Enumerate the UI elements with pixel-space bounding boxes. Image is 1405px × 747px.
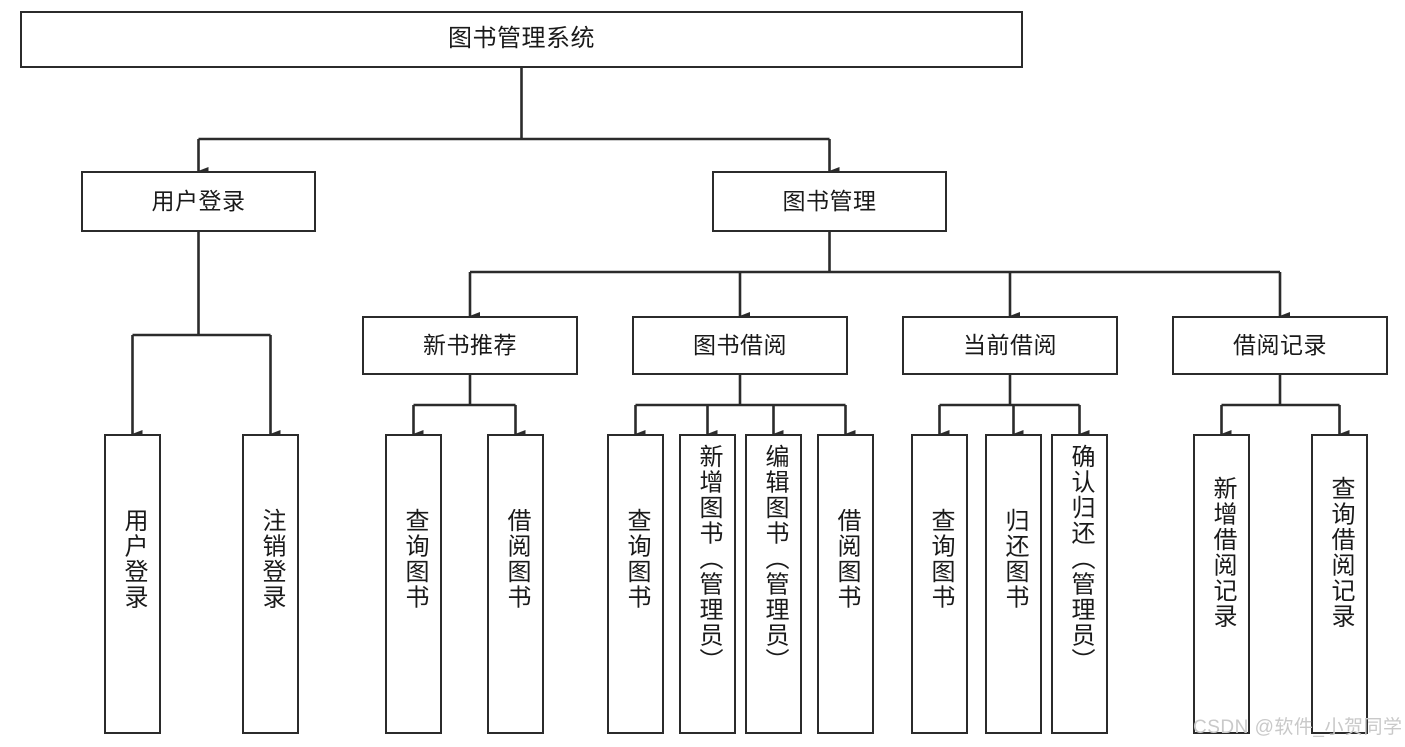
node-book-management[interactable]: 图书管理 bbox=[712, 171, 947, 232]
leaf-query-book-current[interactable]: 查询图书 bbox=[911, 434, 968, 734]
leaf-borrow-book-borrow[interactable]: 借阅图书 bbox=[817, 434, 874, 734]
node-label: 借阅记录 bbox=[1233, 331, 1327, 358]
node-label: 确认归还（管理员） bbox=[1066, 444, 1094, 674]
node-label: 图书借阅 bbox=[693, 331, 787, 358]
leaf-query-book-borrow[interactable]: 查询图书 bbox=[607, 434, 664, 734]
node-user-login[interactable]: 用户登录 bbox=[81, 171, 316, 232]
leaf-confirm-return-admin[interactable]: 确认归还（管理员） bbox=[1051, 434, 1108, 734]
node-new-book-recommend[interactable]: 新书推荐 bbox=[362, 316, 578, 375]
node-book-borrow[interactable]: 图书借阅 bbox=[632, 316, 848, 375]
leaf-return-book[interactable]: 归还图书 bbox=[985, 434, 1042, 734]
node-label: 注销登录 bbox=[257, 508, 285, 610]
node-label: 查询图书 bbox=[622, 508, 650, 610]
node-label: 图书管理系统 bbox=[448, 25, 595, 53]
leaf-edit-book-admin[interactable]: 编辑图书（管理员） bbox=[745, 434, 802, 734]
leaf-user-login[interactable]: 用户登录 bbox=[104, 434, 161, 734]
node-label: 借阅图书 bbox=[502, 508, 530, 610]
node-label: 归还图书 bbox=[1000, 508, 1028, 610]
node-borrow-record[interactable]: 借阅记录 bbox=[1172, 316, 1388, 375]
node-root[interactable]: 图书管理系统 bbox=[20, 11, 1023, 68]
leaf-add-book-admin[interactable]: 新增图书（管理员） bbox=[679, 434, 736, 734]
node-label: 新增图书（管理员） bbox=[694, 444, 722, 674]
node-current-borrow[interactable]: 当前借阅 bbox=[902, 316, 1118, 375]
node-label: 用户登录 bbox=[151, 187, 246, 214]
node-label: 用户登录 bbox=[119, 508, 147, 610]
node-label: 编辑图书（管理员） bbox=[760, 444, 788, 674]
leaf-add-borrow-record[interactable]: 新增借阅记录 bbox=[1193, 434, 1250, 734]
leaf-query-borrow-record[interactable]: 查询借阅记录 bbox=[1311, 434, 1368, 734]
node-label: 借阅图书 bbox=[832, 508, 860, 610]
node-label: 图书管理 bbox=[782, 187, 877, 214]
node-label: 当前借阅 bbox=[963, 331, 1057, 358]
leaf-query-book-recommend[interactable]: 查询图书 bbox=[385, 434, 442, 734]
leaf-borrow-book-recommend[interactable]: 借阅图书 bbox=[487, 434, 544, 734]
node-label: 新增借阅记录 bbox=[1208, 476, 1236, 629]
node-label: 新书推荐 bbox=[423, 331, 517, 358]
node-label: 查询图书 bbox=[400, 508, 428, 610]
node-label: 查询借阅记录 bbox=[1326, 476, 1354, 629]
csdn-watermark: CSDN @软件_小贺同学 bbox=[1193, 717, 1403, 738]
leaf-logout[interactable]: 注销登录 bbox=[242, 434, 299, 734]
node-label: 查询图书 bbox=[926, 508, 954, 610]
